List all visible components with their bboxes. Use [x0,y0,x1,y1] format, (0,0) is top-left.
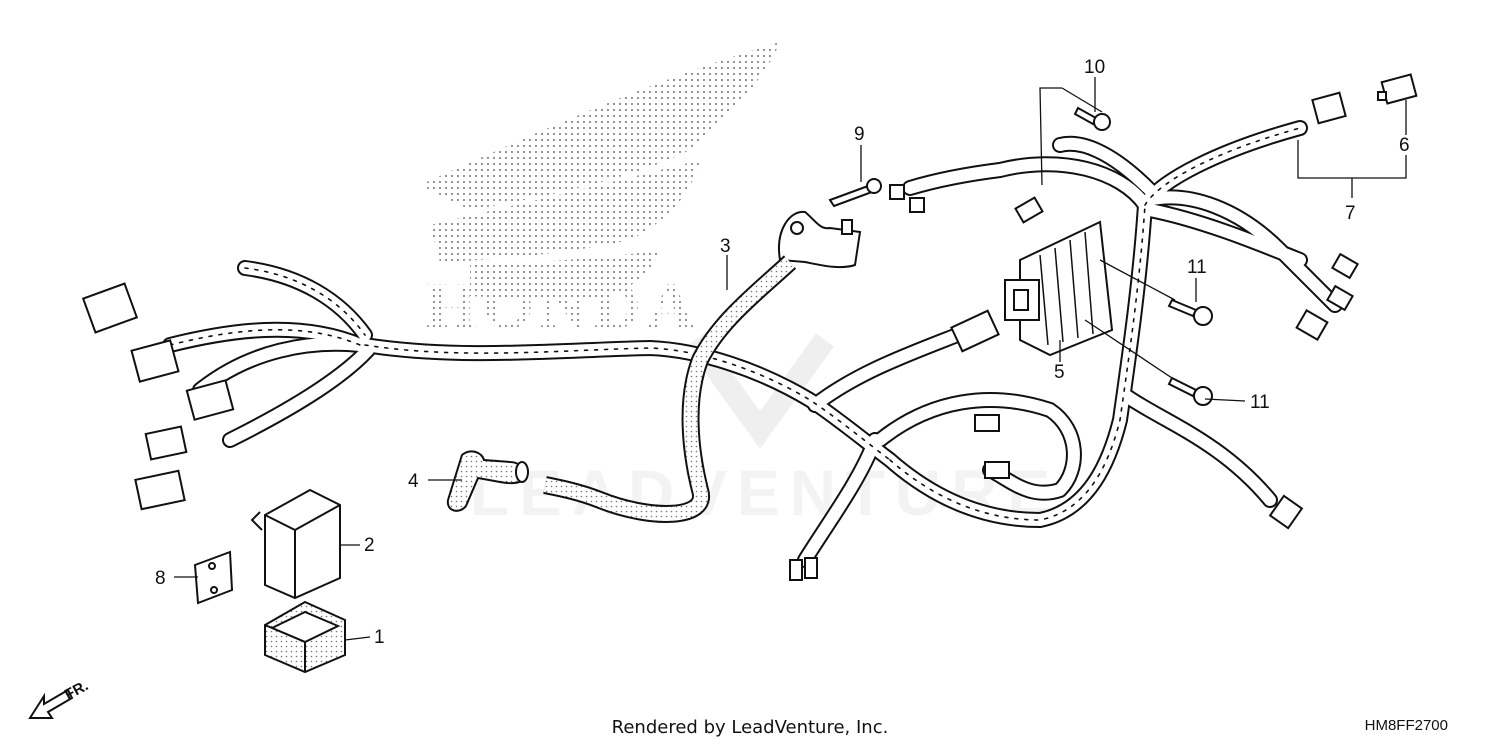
callout-1: 1 [374,627,385,648]
callout-11-lower: 11 [1250,392,1270,413]
callout-6: 6 [1399,135,1410,156]
part-10-bolt [1073,106,1111,131]
part-3-ignition-coil [543,210,862,523]
callout-7: 7 [1345,203,1356,224]
callout-3: 3 [720,236,731,257]
diagram-code: HM8FF2700 [1364,717,1448,734]
part-9-bolt [828,178,882,208]
callout-5: 5 [1054,362,1065,383]
leadventure-logo-watermark [686,333,834,449]
harness-connectors-left [81,282,235,511]
part-6-connector [1377,73,1418,105]
part-5-regulator-rectifier [1004,220,1114,357]
callout-2: 2 [364,535,375,556]
part-1-rubber-holder [264,600,346,674]
honda-wordmark-watermark: HONDA [425,270,701,343]
front-arrow-icon [28,688,74,719]
honda-wing-watermark [420,42,780,299]
callout-10: 10 [1084,57,1105,78]
harness-connectors-right [789,91,1360,581]
part-8-bracket [193,550,234,605]
front-direction-indicator: FR. [28,677,91,719]
callout-11-upper: 11 [1187,257,1207,278]
part-2-control-unit [250,488,341,600]
callout-labels: 1 2 3 4 5 6 7 8 9 10 11 11 [155,57,1410,648]
part-4-spark-plug-cap [446,450,529,512]
callout-4: 4 [408,471,419,492]
render-credit: Rendered by LeadVenture, Inc. [611,717,889,738]
part-11-bolt-upper [1167,298,1213,326]
part-11-bolt-lower [1167,376,1213,406]
callout-8: 8 [155,568,166,589]
leader-lines [174,77,1407,641]
callout-9: 9 [854,124,865,145]
wire-harness [162,120,1343,568]
